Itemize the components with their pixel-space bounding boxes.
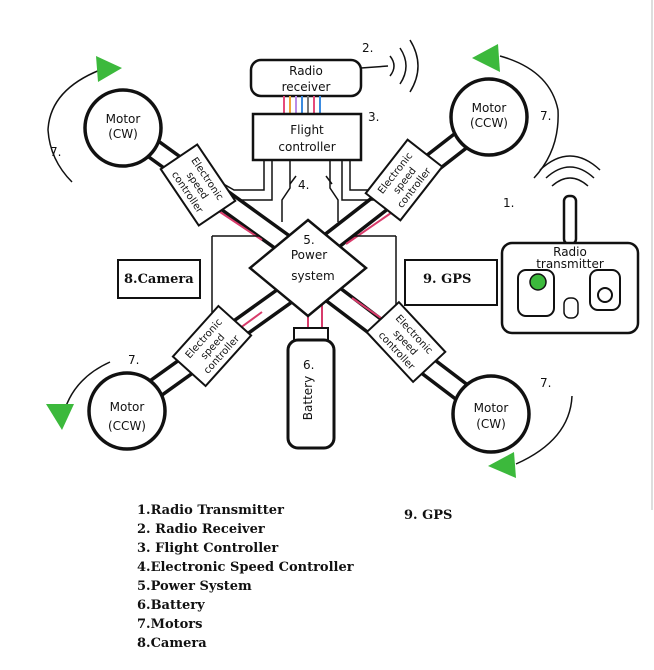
motor-top-right: Motor (CCW) — [449, 77, 529, 157]
svg-text:transmitter: transmitter — [536, 257, 604, 271]
svg-text:Radio: Radio — [553, 245, 587, 259]
svg-text:5.: 5. — [303, 233, 314, 247]
svg-text:9. GPS: 9. GPS — [423, 272, 471, 287]
arrow-head-icon — [488, 452, 516, 478]
switch-icon — [563, 297, 579, 319]
legend-list: 1.Radio Transmitter 2. Radio Receiver 3.… — [137, 501, 354, 653]
motor-bottom-right: Motor (CW) — [451, 374, 531, 454]
svg-text:8.Camera: 8.Camera — [124, 272, 194, 287]
motor-numbers: 7. 7. 7. 7. — [50, 109, 551, 390]
gps-box: 9. GPS — [404, 259, 498, 306]
svg-text:7.: 7. — [50, 145, 61, 159]
svg-text:controller: controller — [278, 140, 335, 154]
svg-text:4.: 4. — [298, 178, 309, 192]
signal-icon — [389, 55, 395, 77]
svg-text:receiver: receiver — [282, 80, 331, 94]
legend-item: 5.Power System — [137, 579, 252, 594]
power-system: 5. Power system — [248, 218, 368, 318]
svg-text:2.: 2. — [362, 41, 373, 55]
legend-item: 2. Radio Receiver — [137, 522, 265, 537]
legend-item: 4.Electronic Speed Controller — [137, 560, 354, 575]
svg-text:7.: 7. — [540, 109, 551, 123]
legend-item: 1.Radio Transmitter — [137, 503, 284, 518]
svg-text:system: system — [291, 269, 334, 283]
radio-transmitter: 1. Radio transmitter — [500, 155, 640, 335]
svg-text:Motor: Motor — [106, 112, 141, 126]
antenna-icon — [562, 194, 578, 246]
arrow-head-icon — [96, 56, 122, 82]
battery: 6. Battery — [286, 327, 336, 450]
signal-icon — [551, 177, 589, 187]
motor-bottom-left: Motor (CCW) — [87, 371, 167, 451]
legend-item: 3. Flight Controller — [137, 541, 279, 556]
svg-text:7.: 7. — [128, 353, 139, 367]
svg-text:Power: Power — [291, 248, 327, 262]
joystick-icon — [597, 287, 613, 303]
joystick-icon — [529, 273, 547, 291]
legend-item: 8.Camera — [137, 636, 207, 651]
svg-text:Flight: Flight — [290, 123, 324, 137]
legend-item-gps: 9. GPS — [404, 508, 453, 523]
receiver-wires — [283, 96, 321, 114]
svg-text:(CCW): (CCW) — [470, 116, 508, 130]
arrow-head-icon — [472, 44, 500, 72]
radio-receiver: Radio receiver 2. — [249, 39, 419, 98]
svg-text:1.: 1. — [503, 196, 514, 210]
svg-text:Radio: Radio — [289, 64, 323, 78]
camera-box: 8.Camera — [117, 259, 201, 299]
svg-text:6.: 6. — [303, 358, 314, 372]
esc-number: 4. — [298, 178, 309, 192]
legend-item: 7.Motors — [137, 617, 203, 632]
svg-text:(CW): (CW) — [108, 127, 138, 141]
svg-text:3.: 3. — [368, 110, 379, 124]
svg-text:Motor: Motor — [474, 401, 509, 415]
arrow-head-icon — [46, 404, 74, 430]
svg-text:Motor: Motor — [110, 400, 145, 414]
svg-text:Battery: Battery — [301, 376, 315, 420]
svg-text:Motor: Motor — [472, 101, 507, 115]
motor-top-left: Motor (CW) — [83, 88, 163, 168]
svg-text:(CCW): (CCW) — [108, 419, 146, 433]
legend-item: 6.Battery — [137, 598, 205, 613]
rotation-arrows — [46, 44, 573, 478]
flight-controller: Flight controller 3. — [251, 110, 379, 162]
svg-text:7.: 7. — [540, 376, 551, 390]
svg-text:(CW): (CW) — [476, 417, 506, 431]
